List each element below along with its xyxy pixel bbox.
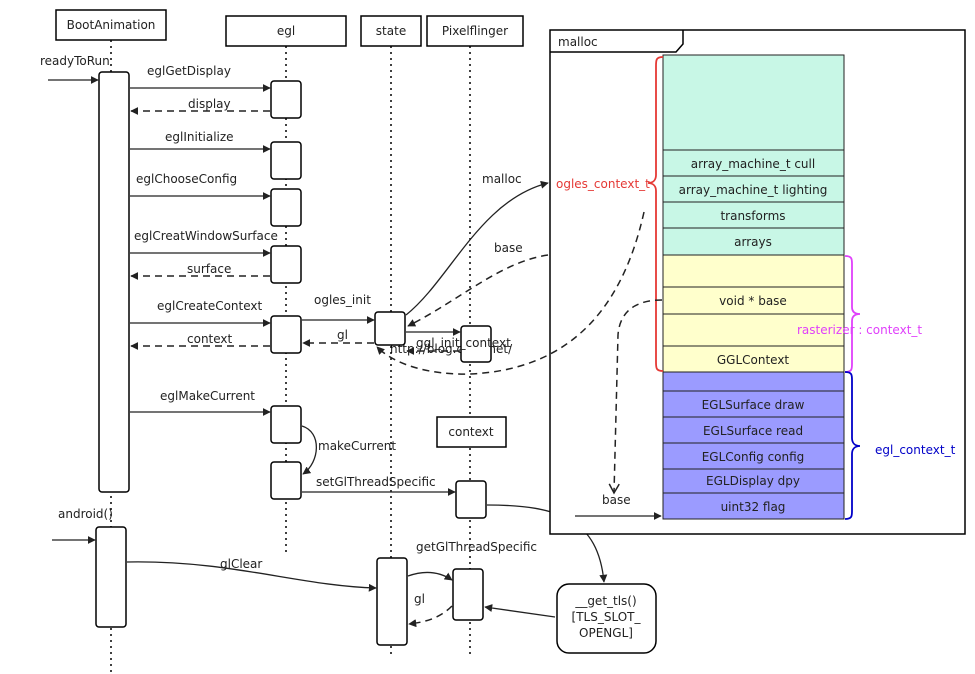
malloc-frame-tab [550,30,684,53]
memory-segment-yellow-top [662,254,845,288]
memory-label-surface-draw: EGLSurface draw [702,398,805,412]
activation-bootanimation-2 [95,526,127,628]
brace-rasterizer [844,255,861,373]
brace-rasterizer-label: rasterizer : context_t [797,323,922,337]
participant-context-label: context [448,425,494,439]
label-ready-to-run: readyToRun [40,54,110,68]
label-ogles-init: ogles_init [314,293,371,307]
participant-bootanimation [55,9,167,41]
participant-egl-label: egl [277,24,295,38]
label-ggl-init-context: ggl_init_context [416,336,511,350]
activation-pixelflinger-2 [452,568,484,621]
memory-label-config: EGLConfig config [702,450,805,464]
brace-egl-context [844,371,861,520]
memory-label-surface-read: EGLSurface read [703,424,803,438]
activation-pixelflinger-1 [460,325,492,363]
memory-segment-blue-top [662,371,845,392]
activation-egl-3 [270,188,302,227]
label-egl-make-current: eglMakeCurrent [160,389,255,403]
arrow-void-base [608,299,663,495]
memory-segment-cull [662,149,845,177]
label-egl-creat-window-surface: eglCreatWindowSurface [134,229,278,243]
activation-egl-4 [270,245,302,284]
memory-label-void-base: void * base [719,294,787,308]
label-display: display [188,97,231,111]
activation-egl-5 [270,315,302,354]
activation-bootanimation-1 [98,71,130,493]
memory-label-flag: uint32 flag [721,500,786,514]
activation-egl-1 [270,80,302,119]
label-gl: gl [337,328,348,342]
label-surface: surface [187,262,231,276]
memory-segment-arrays [662,227,845,256]
memory-segment-yellow-mid [662,313,845,347]
label-gl-bottom: gl [414,592,425,606]
get-tls-line-3: OPENGL] [579,626,633,640]
brace-egl-context-label: egl_context_t [875,443,956,457]
memory-layout: array_machine_t cull array_machine_t lig… [662,54,845,520]
label-base-2: base [602,493,631,507]
memory-label-cull: array_machine_t cull [691,157,815,171]
label-egl-create-context: eglCreateContext [157,299,263,313]
memory-label-transforms: transforms [720,209,785,223]
memory-label-lighting: array_machine_t lighting [679,183,828,197]
arrow-get-tls-return [484,604,556,618]
label-egl-choose-config: eglChooseConfig [136,172,237,186]
label-make-current: makeCurrent [318,439,396,453]
label-android: android() [58,507,113,521]
memory-label-arrays: arrays [734,235,772,249]
memory-label-dpy: EGLDisplay dpy [706,474,800,488]
memory-segment-surface-read [662,416,845,444]
malloc-frame-label: malloc [558,35,598,49]
label-gl-clear: glClear [220,557,262,571]
participant-state-label: state [376,24,406,38]
arrow-make-current [301,425,317,475]
participant-pixelflinger-label: Pixelflinger [442,24,508,38]
activation-egl-6 [270,405,302,444]
memory-segment-void-base [662,286,845,315]
activation-state-2 [376,557,408,646]
label-context-return: context [187,332,233,346]
memory-segment-flag [662,492,845,520]
get-tls-box [556,583,657,654]
participant-pixelflinger [426,15,524,47]
arrow-base-to-state [407,254,549,327]
activation-egl-2 [270,141,302,180]
arrow-gl-clear [126,561,377,592]
memory-segment-green-top [662,54,845,151]
label-get-gl-thread-specific: getGlThreadSpecific [416,540,537,554]
arrow-get-gl-thread-specific [407,571,453,581]
get-tls-line-2: [TLS_SLOT_ [572,610,642,624]
activation-egl-7 [270,461,302,500]
memory-segment-lighting [662,175,845,203]
arrow-malloc [405,180,549,316]
memory-segment-config [662,442,845,470]
participant-context [436,416,507,448]
arrow-ogles-context-to-state [376,211,645,375]
memory-segment-surface-draw [662,390,845,418]
label-egl-initialize: eglInitialize [165,130,234,144]
memory-label-ggl-context: GGLContext [717,353,790,367]
label-base: base [494,241,523,255]
memory-segment-ggl-context [662,345,845,373]
activation-state-1 [374,311,406,346]
participant-egl [225,15,347,47]
brace-ogles-context [647,56,664,372]
get-tls-line-1: __get_tls() [574,594,636,608]
participant-state [360,15,422,47]
activation-context-1 [455,480,487,519]
participant-bootanimation-label: BootAnimation [67,18,156,32]
arrow-gl-bottom-return [408,605,453,628]
label-malloc: malloc [482,172,522,186]
label-set-gl-thread-specific: setGlThreadSpecific [316,475,436,489]
label-egl-get-display: eglGetDisplay [147,64,231,78]
brace-ogles-context-label: ogles_context_t [556,177,650,191]
